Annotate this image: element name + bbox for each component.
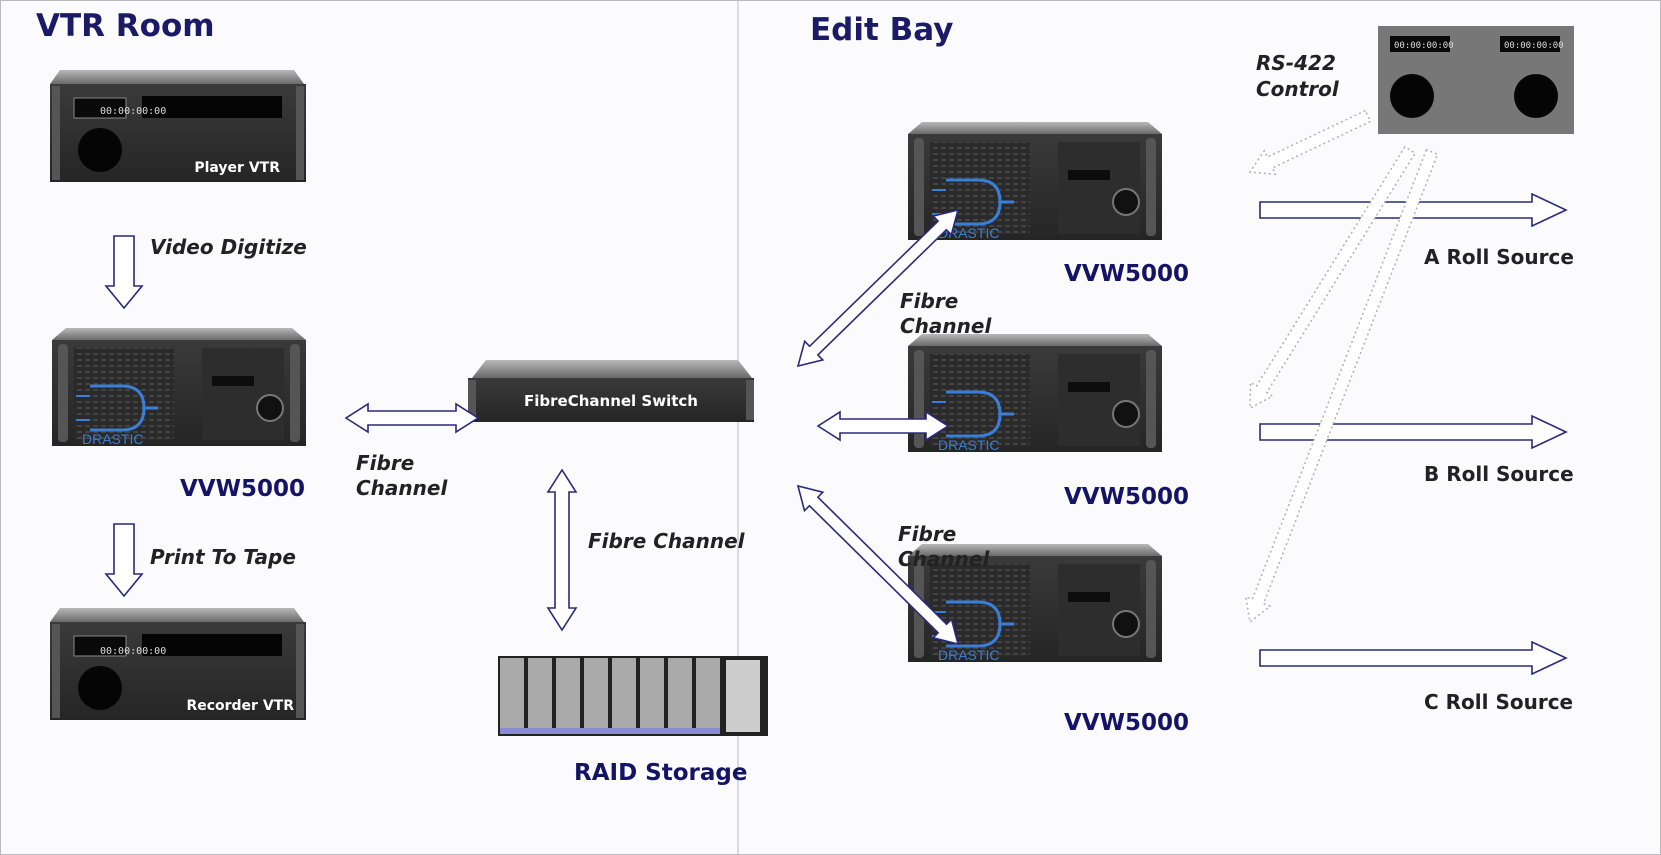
rs422-controller-device: 00:00:00:00 00:00:00:00 bbox=[1378, 26, 1574, 134]
rs422-arrow bbox=[1248, 109, 1372, 176]
print-to-tape-arrow bbox=[104, 523, 144, 598]
fibre-channel-arrow bbox=[344, 402, 480, 434]
rs422-arrow bbox=[1249, 145, 1417, 410]
recorder-vtr-label: Recorder VTR bbox=[186, 698, 294, 714]
vtr-room-title: VTR Room bbox=[36, 8, 215, 44]
vvw5000-c-device: DRASTIC bbox=[906, 542, 1164, 664]
fc-switch-label: FibreChannel Switch bbox=[524, 392, 698, 410]
channel-label: Channel bbox=[356, 476, 448, 500]
player-vtr-label: Player VTR bbox=[194, 160, 280, 176]
rs422-arrow bbox=[1244, 148, 1439, 624]
raid-label: RAID Storage bbox=[574, 760, 747, 786]
video-digitize-label: Video Digitize bbox=[150, 235, 307, 259]
a-roll-label: A Roll Source bbox=[1424, 245, 1574, 269]
fibre-channel-arrow bbox=[796, 208, 960, 368]
print-to-tape-label: Print To Tape bbox=[150, 545, 296, 569]
c-roll-arrow bbox=[1259, 640, 1568, 676]
b-roll-label: B Roll Source bbox=[1424, 462, 1574, 486]
rs422-label: RS-422 bbox=[1256, 51, 1336, 75]
arrows-layer bbox=[104, 109, 1568, 676]
control-label: Control bbox=[1256, 77, 1340, 101]
controller-timecode-right: 00:00:00:00 bbox=[1504, 41, 1564, 51]
fibre-channel-arrow bbox=[796, 484, 960, 646]
fibre-label: Fibre bbox=[356, 451, 414, 475]
fibre-label: Fibre bbox=[898, 522, 956, 546]
vvw5000-label: VVW5000 bbox=[1064, 484, 1189, 510]
fibre-channel-arrow bbox=[816, 410, 950, 442]
vvw5000-label: VVW5000 bbox=[180, 476, 305, 502]
fibre-channel-label: Fibre Channel bbox=[588, 529, 746, 553]
c-roll-label: C Roll Source bbox=[1424, 690, 1573, 714]
drastic-logo: DRASTIC bbox=[938, 647, 999, 663]
drastic-logo: DRASTIC bbox=[82, 431, 143, 447]
fibre-channel-arrow bbox=[546, 468, 578, 632]
raid-device bbox=[498, 656, 768, 736]
vvw5000-label: VVW5000 bbox=[1064, 261, 1189, 287]
vvw5000-vtr-room-device: DRASTIC bbox=[50, 326, 308, 448]
channel-label: Channel bbox=[898, 547, 990, 571]
recorder-vtr-timecode: 00:00:00:00 bbox=[100, 646, 166, 657]
b-roll-arrow bbox=[1259, 414, 1568, 450]
video-digitize-arrow bbox=[104, 235, 144, 310]
vvw5000-label: VVW5000 bbox=[1064, 710, 1189, 736]
fibre-label: Fibre bbox=[900, 289, 958, 313]
fc-switch-device: FibreChannel Switch bbox=[468, 360, 754, 422]
vvw5000-b-device: DRASTIC bbox=[906, 332, 1164, 454]
drastic-logo: DRASTIC bbox=[938, 437, 999, 453]
edit-bay-title: Edit Bay bbox=[810, 12, 953, 48]
controller-timecode-left: 00:00:00:00 bbox=[1394, 41, 1454, 51]
player-vtr-device: 00:00:00:00 Player VTR bbox=[49, 69, 307, 183]
player-vtr-timecode: 00:00:00:00 bbox=[100, 106, 166, 117]
recorder-vtr-device: 00:00:00:00 Recorder VTR bbox=[49, 607, 307, 721]
channel-label: Channel bbox=[900, 314, 992, 338]
